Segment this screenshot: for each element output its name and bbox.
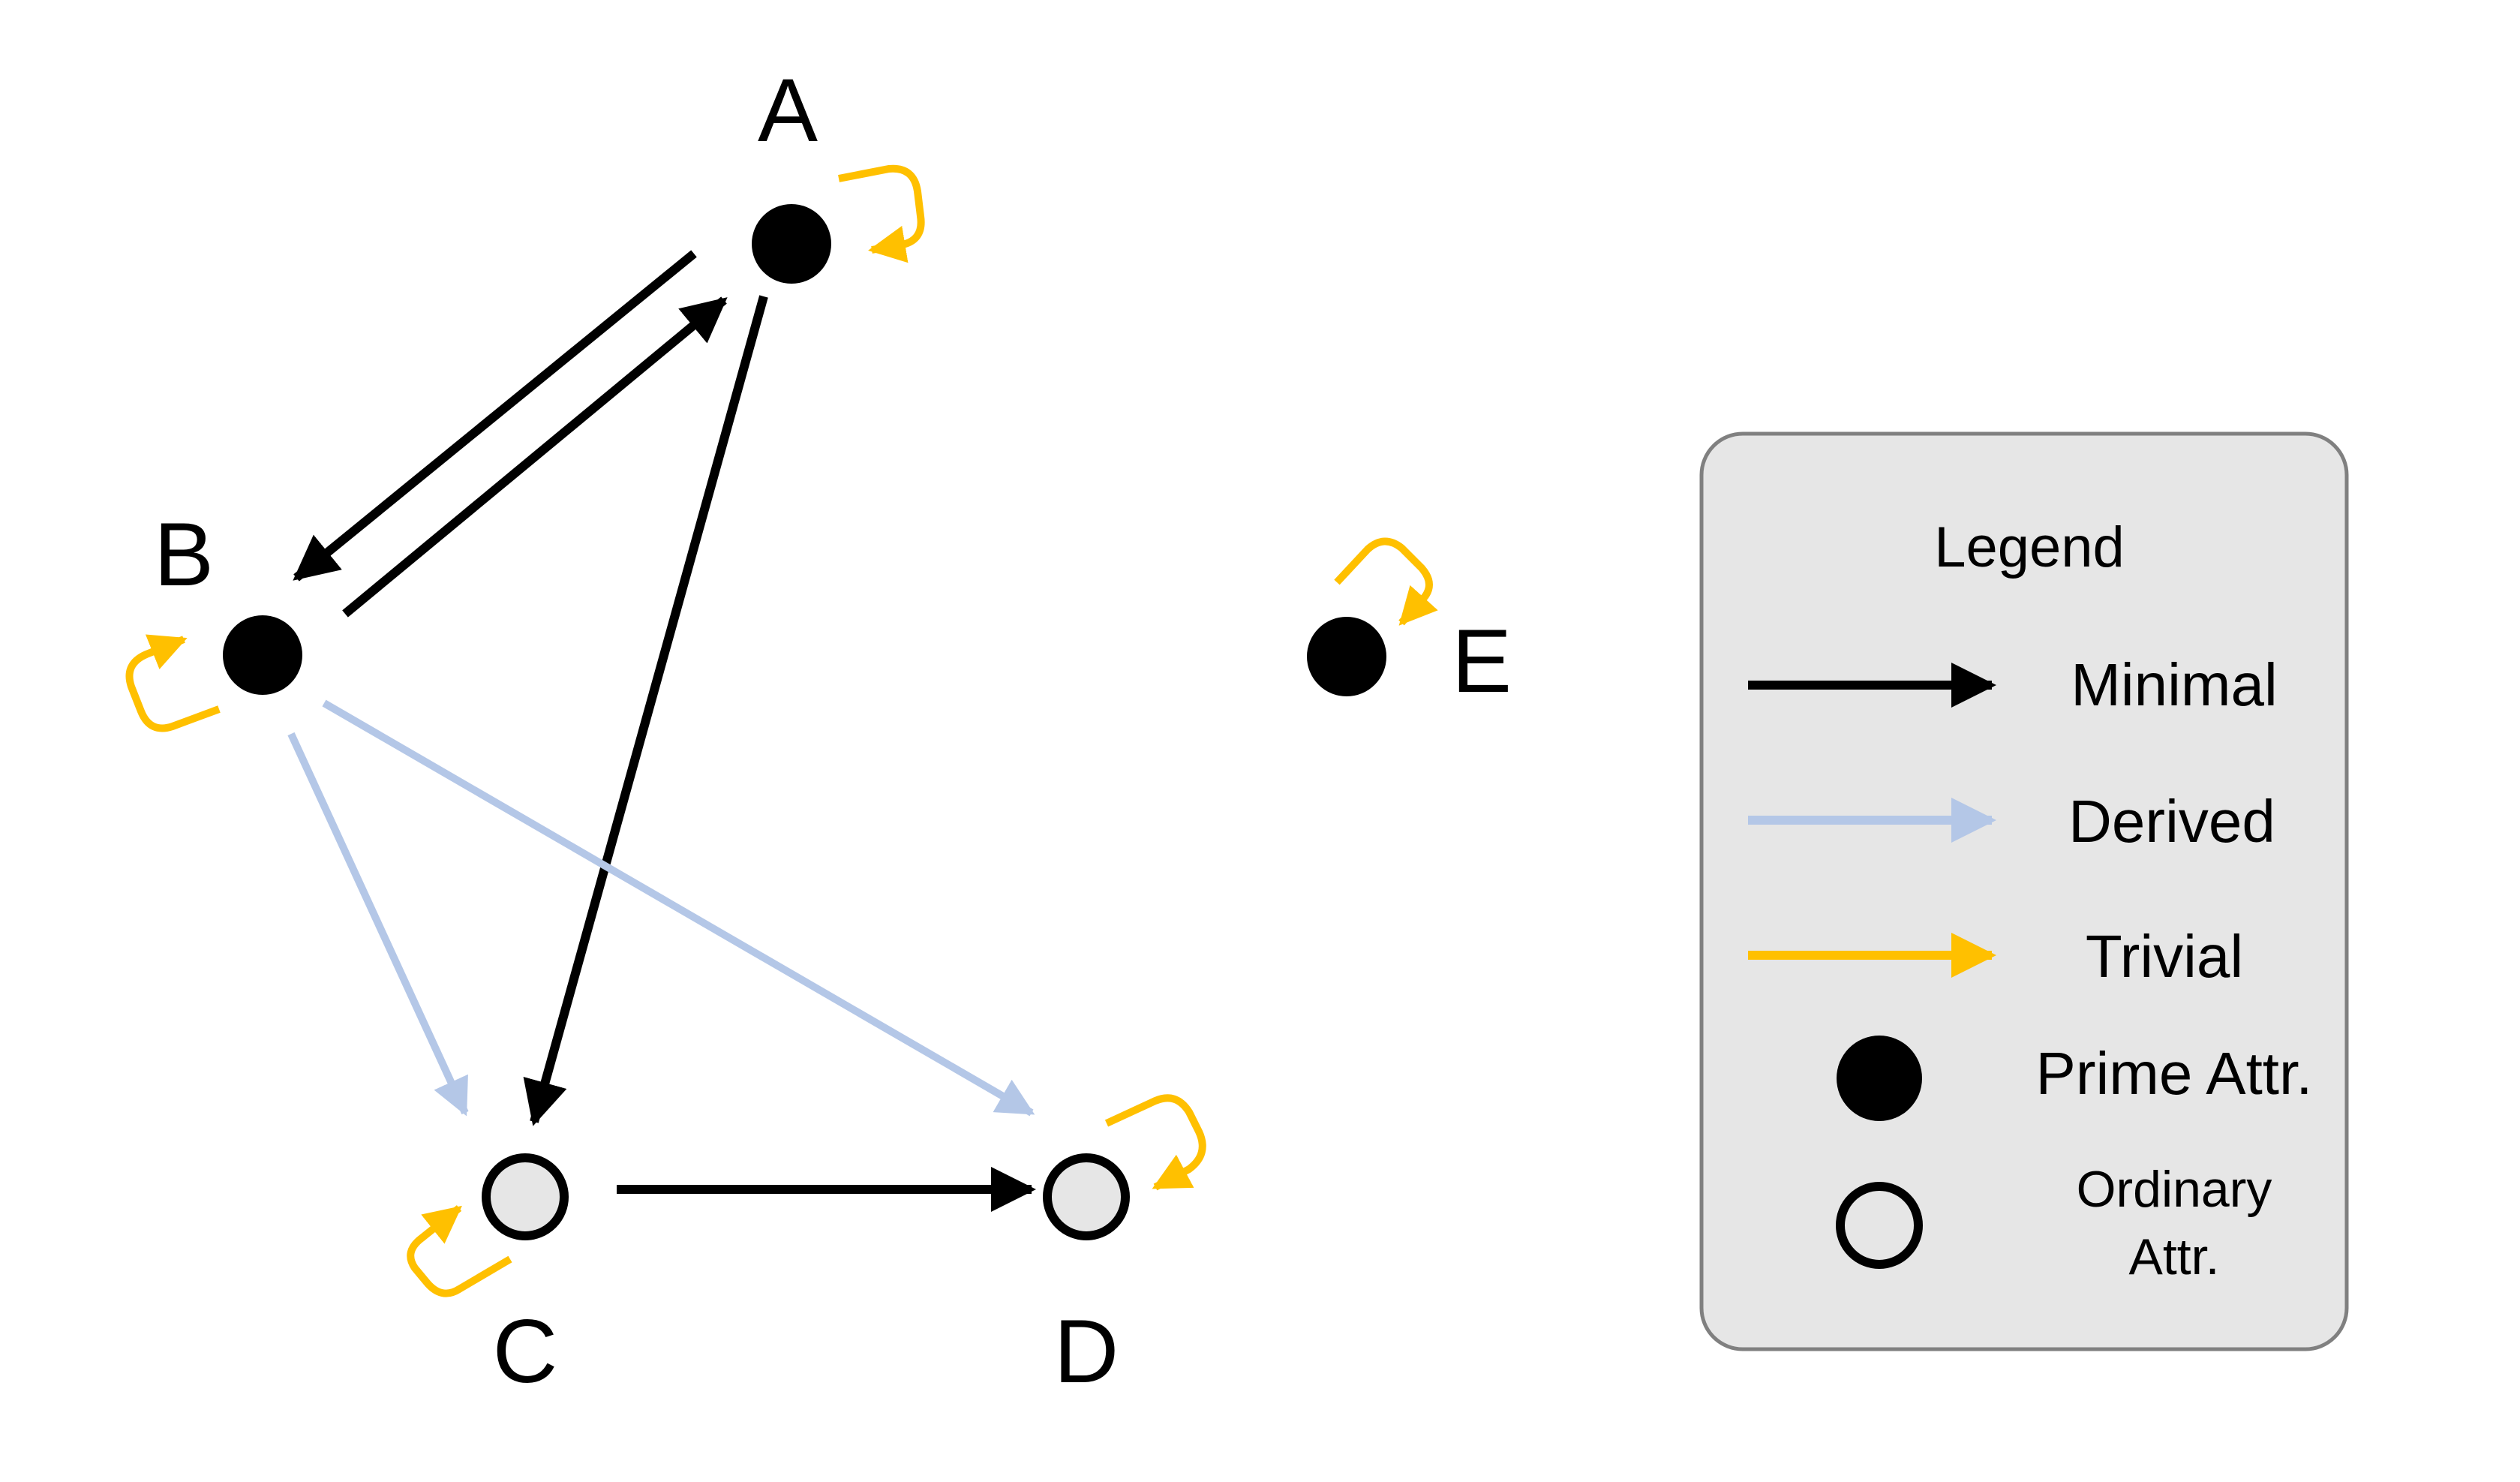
legend-minimal-label: Minimal (2071, 651, 2278, 718)
edge-a-to-c (523, 295, 768, 1126)
legend-title: Legend (1934, 516, 2125, 579)
self-loop-b (125, 634, 221, 732)
edge-b-to-d (322, 699, 1035, 1117)
self-loop-d (1104, 1094, 1206, 1191)
node-label-b: B (154, 504, 214, 605)
node-b (223, 615, 302, 695)
legend: Legend Minimal Derived Trivial Prime Att… (1699, 431, 2349, 1351)
edge-a-to-b (293, 250, 697, 582)
legend-prime-label: Prime Attr. (2036, 1040, 2313, 1107)
legend-ordinary-label-line1: Ordinary (2077, 1161, 2272, 1218)
node-d (1043, 1153, 1130, 1240)
legend-ordinary-marker (1836, 1182, 1923, 1269)
legend-trivial-label: Trivial (2086, 923, 2243, 990)
legend-prime-marker (1837, 1036, 1922, 1121)
self-loop-e (1334, 537, 1438, 626)
legend-box (1699, 431, 2349, 1351)
edge-b-to-c (287, 732, 469, 1117)
self-loop-a (838, 164, 925, 263)
node-a (752, 204, 831, 284)
node-label-d: D (1054, 1301, 1119, 1402)
node-c (482, 1153, 569, 1240)
legend-ordinary-label-line2: Attr. (2129, 1228, 2220, 1285)
node-e (1307, 617, 1386, 696)
edge-b-to-a (342, 296, 728, 618)
node-label-c: C (493, 1301, 558, 1402)
node-label-e: E (1452, 611, 1512, 711)
node-label-a: A (758, 60, 818, 161)
self-loop-c (407, 1205, 512, 1297)
legend-derived-label: Derived (2068, 788, 2275, 855)
